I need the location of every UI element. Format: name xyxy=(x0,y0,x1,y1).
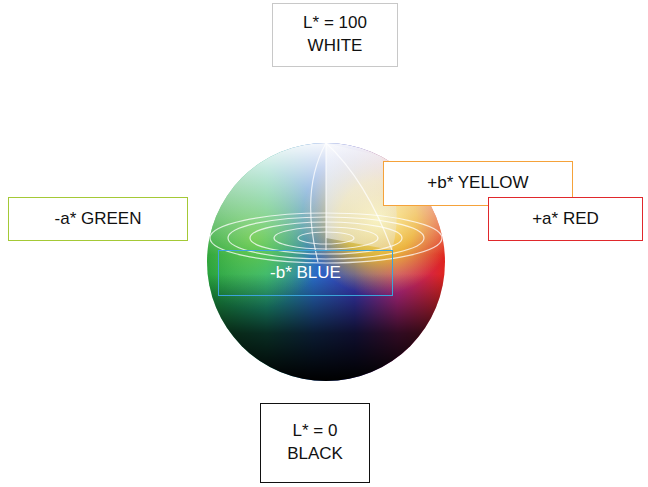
lightness-black-box: L* = 0BLACK xyxy=(260,403,370,483)
blue-axis-box: -b* BLUE xyxy=(218,250,393,296)
axis-label: -b* BLUE xyxy=(270,262,341,285)
axis-color-name: BLACK xyxy=(287,443,343,466)
axis-label: L* = 100 xyxy=(303,12,367,35)
axis-color-name: WHITE xyxy=(308,35,363,58)
axis-label: -a* GREEN xyxy=(55,208,142,231)
axis-label: +b* YELLOW xyxy=(427,172,528,195)
lightness-white-box: L* = 100WHITE xyxy=(272,3,398,67)
red-axis-box: +a* RED xyxy=(488,197,643,241)
axis-label: +a* RED xyxy=(532,208,599,231)
axis-label: L* = 0 xyxy=(293,420,338,443)
green-axis-box: -a* GREEN xyxy=(8,197,188,241)
